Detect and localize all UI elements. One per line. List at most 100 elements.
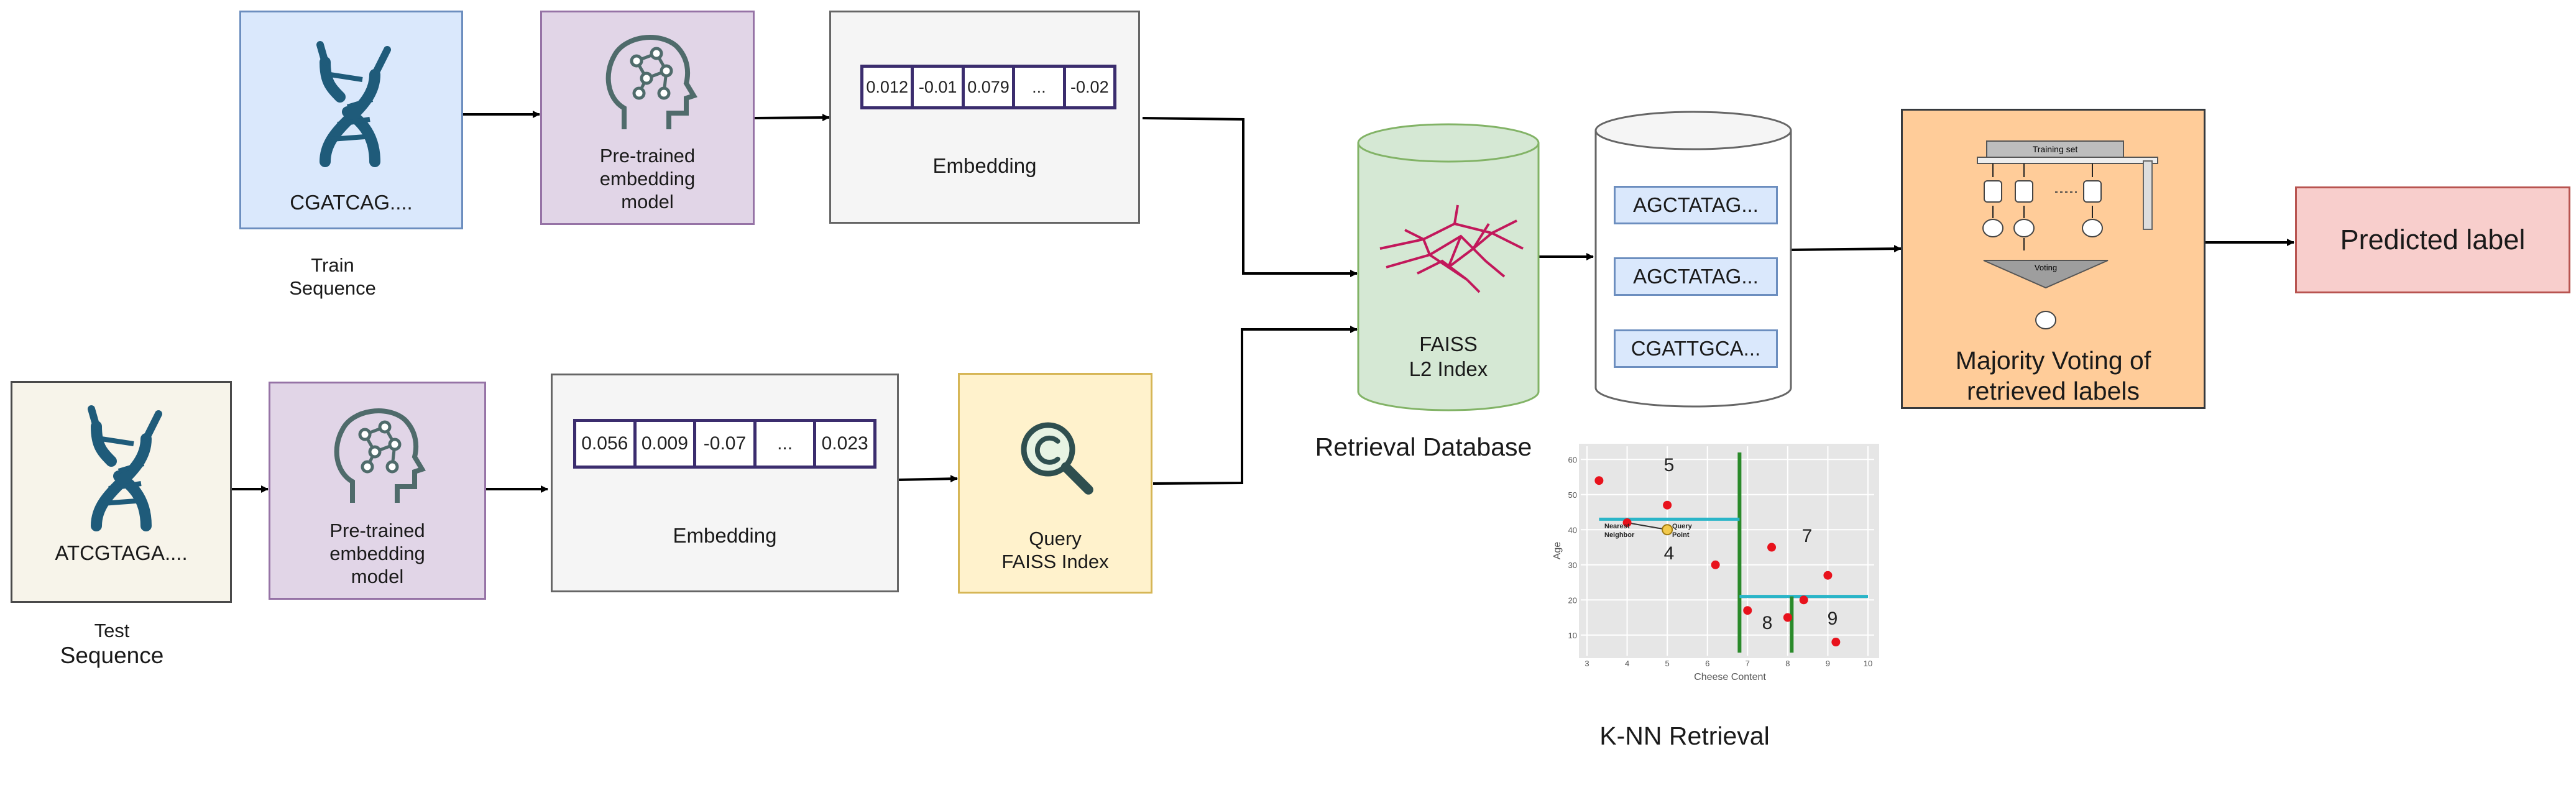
knn-x-tick: 3 [1585,659,1589,668]
knn-y-tick: 50 [1568,490,1577,500]
test-embedding-box: 0.056 0.009 -0.07 ... 0.023 Embedding [551,374,899,592]
faiss-line2: L2 Index [1409,357,1488,380]
query-faiss-label: Query FAISS Index [960,527,1151,573]
train-model-line2: embedding [599,168,696,190]
knn-xlabel: Cheese Content [1694,672,1766,682]
embedding-cell: 0.056 [576,422,637,466]
knn-region-label: 8 [1762,613,1773,633]
knn-data-point [1594,476,1604,485]
train-model-line3: model [621,191,674,213]
test-caption-line1: Test [94,620,130,641]
knn-region-label: 5 [1664,455,1675,475]
embedding-cell: -0.07 [696,422,757,466]
knn-data-point [1831,638,1841,647]
embedding-cell: 0.023 [821,433,868,454]
dna-icon [316,41,391,167]
knn-x-tick: 10 [1864,659,1872,668]
majority-voting-label: Majority Voting of retrieved labels [1903,346,2204,406]
knn-data-point [1663,500,1672,510]
knn-tick-labels: 3 4 5 6 7 8 9 10 10 20 30 40 50 60 [1568,455,1873,668]
predicted-label-text: Predicted label [2340,224,2526,255]
retrieved-sequence-row: CGATTGCA... [1614,329,1778,368]
majority-voting-box: Training set Voting Majority Voting of r… [1901,109,2206,409]
knn-query-point [1662,524,1673,536]
brain-network-icon [605,35,697,129]
knn-data-point [1783,613,1792,622]
knn-data-point [1711,560,1720,569]
embedding-cell: ... [1015,68,1066,106]
embedding-cell: 0.079 [965,68,1016,106]
arrow-database-to-voting [1791,245,1902,253]
arrow-test-embedding-to-query [898,475,958,483]
knn-neighbor-link [1627,521,1668,531]
train-caption-line1: Train [311,254,354,276]
knn-ylabel: Age [1552,542,1563,560]
test-model-label: Pre-trained embedding model [270,519,484,589]
knn-x-tick: 5 [1665,659,1670,668]
embedding-cell: 0.012 [863,68,914,106]
test-caption-line2: Sequence [60,643,164,669]
knn-retrieval-caption: K-NN Retrieval [1599,722,1770,750]
knn-region-label: 4 [1664,543,1675,564]
retrieved-sequence-row: AGCTATAG... [1614,186,1778,224]
knn-region-label: 7 [1802,526,1813,546]
magnifier-icon [1021,422,1093,495]
dna-icon [88,405,162,531]
test-model-line2: embedding [329,543,425,565]
knn-y-tick: 30 [1568,561,1577,570]
knn-x-tick: 4 [1625,659,1629,668]
faiss-network-icon [1379,204,1524,293]
test-embedding-label: Embedding [673,524,777,547]
test-embedding-vector: 0.056 0.009 -0.07 ... 0.023 [573,419,876,469]
embedding-cell: ... [757,422,817,466]
train-model-line1: Pre-trained [599,145,696,167]
train-embedding-vector: 0.012 -0.01 0.079 ... -0.02 [860,65,1116,109]
test-model-line3: model [351,566,404,588]
embedding-cell: -0.02 [1070,77,1109,96]
train-embedding-label: Embedding [932,154,1037,177]
faiss-label: FAISS L2 Index [1358,332,1539,381]
train-model-label: Pre-trained embedding model [542,144,753,214]
knn-data-point [1823,571,1833,580]
query-faiss-box: Query FAISS Index [958,373,1152,594]
query-line1: Query [1029,528,1082,549]
knn-x-tick: 9 [1826,659,1830,668]
query-line2: FAISS Index [1001,551,1109,573]
test-sequence-caption: Test Sequence [25,619,199,670]
knn-data-point [1799,595,1808,605]
knn-region-label: 9 [1828,608,1838,629]
knn-x-tick: 7 [1746,659,1750,668]
arrow-query-to-faiss [1152,326,1358,485]
arrow-train-embedding-to-faiss [1142,117,1358,277]
voting-inset-diagram: Training set Voting [1977,140,2158,329]
test-sequence-box: ATCGTAGA.... [11,381,232,603]
knn-y-tick: 60 [1568,455,1577,464]
knn-x-tick: 8 [1785,659,1790,668]
voting-line2: retrieved labels [1966,377,2140,406]
inset-voting-text: Voting [2035,263,2057,272]
knn-y-tick: 40 [1568,525,1577,535]
knn-plot-background [1579,444,1879,658]
knn-y-tick: 20 [1568,595,1577,605]
embedding-cell: -0.01 [914,68,965,106]
knn-nearest-label: Nearest [1604,523,1630,530]
knn-x-tick: 6 [1705,659,1709,668]
test-model-box: Pre-trained embedding model [269,382,486,600]
train-model-box: Pre-trained embedding model [540,11,755,225]
knn-y-tick: 10 [1568,631,1577,640]
test-model-line1: Pre-trained [329,520,425,541]
knn-query-label: Point [1672,531,1690,539]
train-embedding-box: 0.012 -0.01 0.079 ... -0.02 Embedding [829,11,1140,224]
inset-training-set-text: Training set [2033,144,2078,154]
embedding-cell: 0.009 [637,422,697,466]
test-sequence-text: ATCGTAGA.... [55,541,188,564]
knn-data-point [1767,543,1777,552]
arrow-train-model-to-embedding [754,114,830,122]
retrieved-sequence-row: AGCTATAG... [1614,257,1778,296]
knn-data-point [1622,518,1632,527]
retrieval-database-caption: Retrieval Database [1315,433,1532,461]
voting-line1: Majority Voting of [1955,346,2151,375]
train-sequence-caption: Train Sequence [249,254,416,300]
